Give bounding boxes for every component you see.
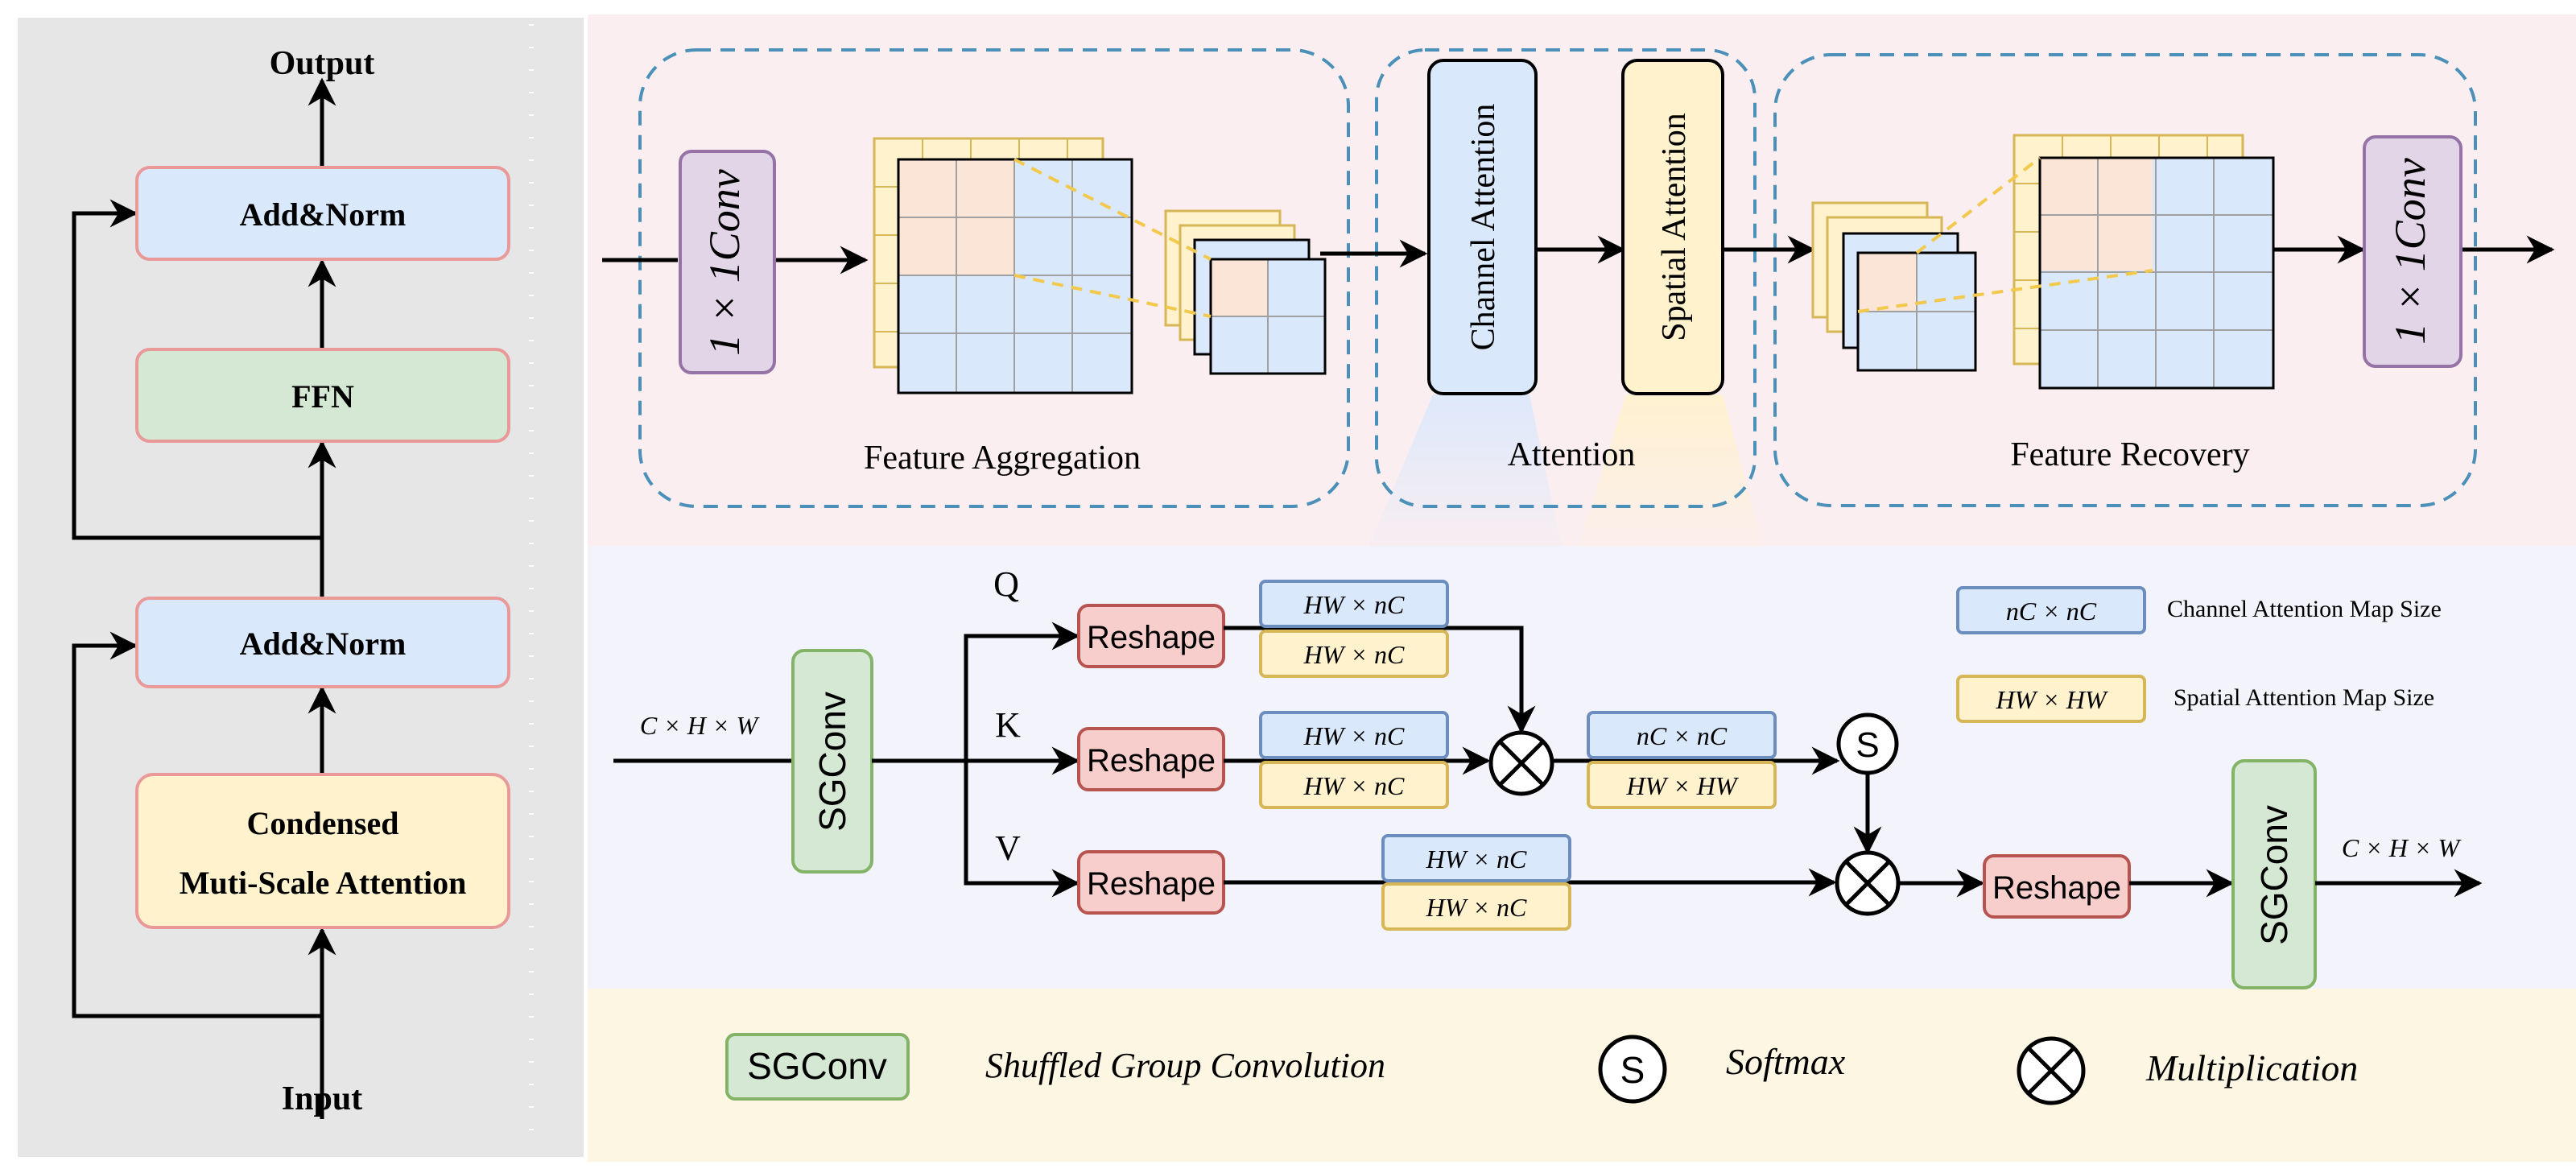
reshape-q-label: Reshape — [1087, 620, 1216, 655]
k-label: K — [995, 705, 1021, 745]
q-dim-top — [1259, 580, 1449, 628]
legend-softmax-icon: S — [1598, 1035, 1667, 1104]
legend-sgconv-box — [725, 1033, 910, 1101]
legend-channel-text: Channel Attention Map Size — [2167, 596, 2442, 622]
conv-left-box — [679, 150, 776, 374]
q-dim-bottom-label: HW × nC — [1303, 640, 1405, 669]
legend-spatial-text: Spatial Attention Map Size — [2174, 684, 2434, 711]
recovery-large-feature-stack — [2013, 134, 2275, 390]
spatial-beam — [1578, 394, 1763, 547]
add-norm-top-label: Add&Norm — [240, 196, 407, 233]
channel-attention-box — [1427, 59, 1538, 395]
legend-spatial-box — [1956, 675, 2146, 723]
attention-label: Attention — [1508, 436, 1636, 473]
cmsa-box — [135, 773, 510, 929]
attention-group — [1375, 48, 1757, 508]
sgconv-left-label: SGConv — [811, 692, 853, 832]
input-label: Input — [282, 1080, 362, 1117]
k-dim-bottom — [1259, 761, 1449, 809]
map-dim-top — [1587, 711, 1777, 759]
legend-multiply-icon — [2017, 1036, 2086, 1105]
reshape-k-label: Reshape — [1087, 743, 1216, 779]
bottom-legend: SGConv Shuffled Group Convolution S Soft… — [725, 1033, 2358, 1105]
spatial-attention-label: Spatial Attention — [1656, 113, 1693, 341]
legend-sgconv-label: SGConv — [747, 1045, 887, 1087]
k-dim-top — [1259, 711, 1449, 759]
conv-left-label: 1 × 1Conv — [700, 169, 749, 355]
output-shape-label: C × H × W — [2342, 833, 2462, 862]
add-norm-bottom-box — [135, 597, 510, 688]
conv-right-box — [2363, 135, 2462, 368]
k-dim-top-label: HW × nC — [1303, 721, 1405, 750]
conv-right-label: 1 × 1Conv — [2386, 158, 2434, 344]
channel-beam — [1368, 394, 1562, 547]
q-label: Q — [993, 564, 1019, 604]
legend-channel-box — [1956, 586, 2146, 634]
reshape-q-box — [1077, 604, 1225, 668]
k-dim-bottom-label: HW × nC — [1303, 771, 1405, 800]
channel-attention-label: Channel Attention — [1465, 104, 1502, 351]
v-dim-top — [1381, 834, 1571, 882]
softmax-node-label: S — [1856, 725, 1879, 765]
cmsa-label-line1: Condensed — [247, 805, 399, 841]
reshape-out-box — [1983, 854, 2131, 919]
aggregation-projection-lines — [1013, 158, 1212, 318]
q-dim-bottom — [1259, 630, 1449, 678]
feature-recovery-label: Feature Recovery — [2010, 436, 2249, 473]
legend-channel-box-label: nC × nC — [2006, 597, 2097, 626]
multiply-node-v — [1835, 850, 1901, 916]
ffn-box — [135, 348, 510, 443]
input-shape-label: C × H × W — [640, 711, 761, 740]
reshape-out-label: Reshape — [1992, 870, 2121, 906]
legend-softmax-symbol: S — [1620, 1049, 1645, 1091]
legend-sgconv-desc: Shuffled Group Convolution — [985, 1046, 1385, 1085]
map-dim-bottom — [1587, 761, 1777, 809]
bottom-legend-panel — [588, 989, 2576, 1162]
map-dim-top-label: nC × nC — [1637, 721, 1728, 750]
legend-spatial-box-label: HW × HW — [1995, 685, 2108, 714]
v-dim-bottom-label: HW × nC — [1426, 893, 1527, 922]
q-dim-top-label: HW × nC — [1303, 590, 1405, 619]
softmax-node: S — [1836, 712, 1899, 775]
cmsa-label-line2: Muti-Scale Attention — [180, 865, 467, 901]
v-dim-top-label: HW × nC — [1426, 845, 1527, 874]
legend-multiply-desc: Multiplication — [2145, 1047, 2358, 1088]
mid-panel-content: C × H × W SGConv Q K V Reshape Reshape R… — [613, 564, 2483, 989]
reshape-v-label: Reshape — [1087, 866, 1216, 902]
aggregation-small-feature-stack — [1164, 209, 1327, 375]
encoder-block: Output Input Add&Norm FFN Add&Norm Conde… — [72, 45, 510, 1119]
output-label: Output — [270, 45, 375, 82]
add-norm-top-box — [135, 166, 510, 261]
recovery-small-feature-stack — [1811, 201, 1977, 372]
aggregation-large-feature-stack — [873, 137, 1133, 394]
ffn-label: FFN — [291, 378, 354, 415]
top-panel-content: 1 × 1Conv 1 × 1Conv Channel Attention Sp… — [602, 48, 2555, 508]
multiply-node-qk — [1488, 730, 1554, 796]
recovery-projection-lines — [1857, 156, 2153, 313]
v-label: V — [995, 828, 1021, 868]
feature-recovery-group — [1773, 53, 2477, 507]
spatial-attention-box — [1621, 59, 1724, 395]
add-norm-bottom-label: Add&Norm — [240, 626, 407, 662]
feature-aggregation-label: Feature Aggregation — [864, 440, 1141, 477]
feature-aggregation-group — [638, 48, 1350, 508]
sgconv-right-box — [2231, 759, 2317, 989]
legend-softmax-desc: Softmax — [1726, 1041, 1846, 1082]
v-dim-bottom — [1381, 882, 1571, 931]
sgconv-right-label: SGConv — [2253, 805, 2295, 945]
map-dim-bottom-label: HW × HW — [1625, 771, 1739, 800]
